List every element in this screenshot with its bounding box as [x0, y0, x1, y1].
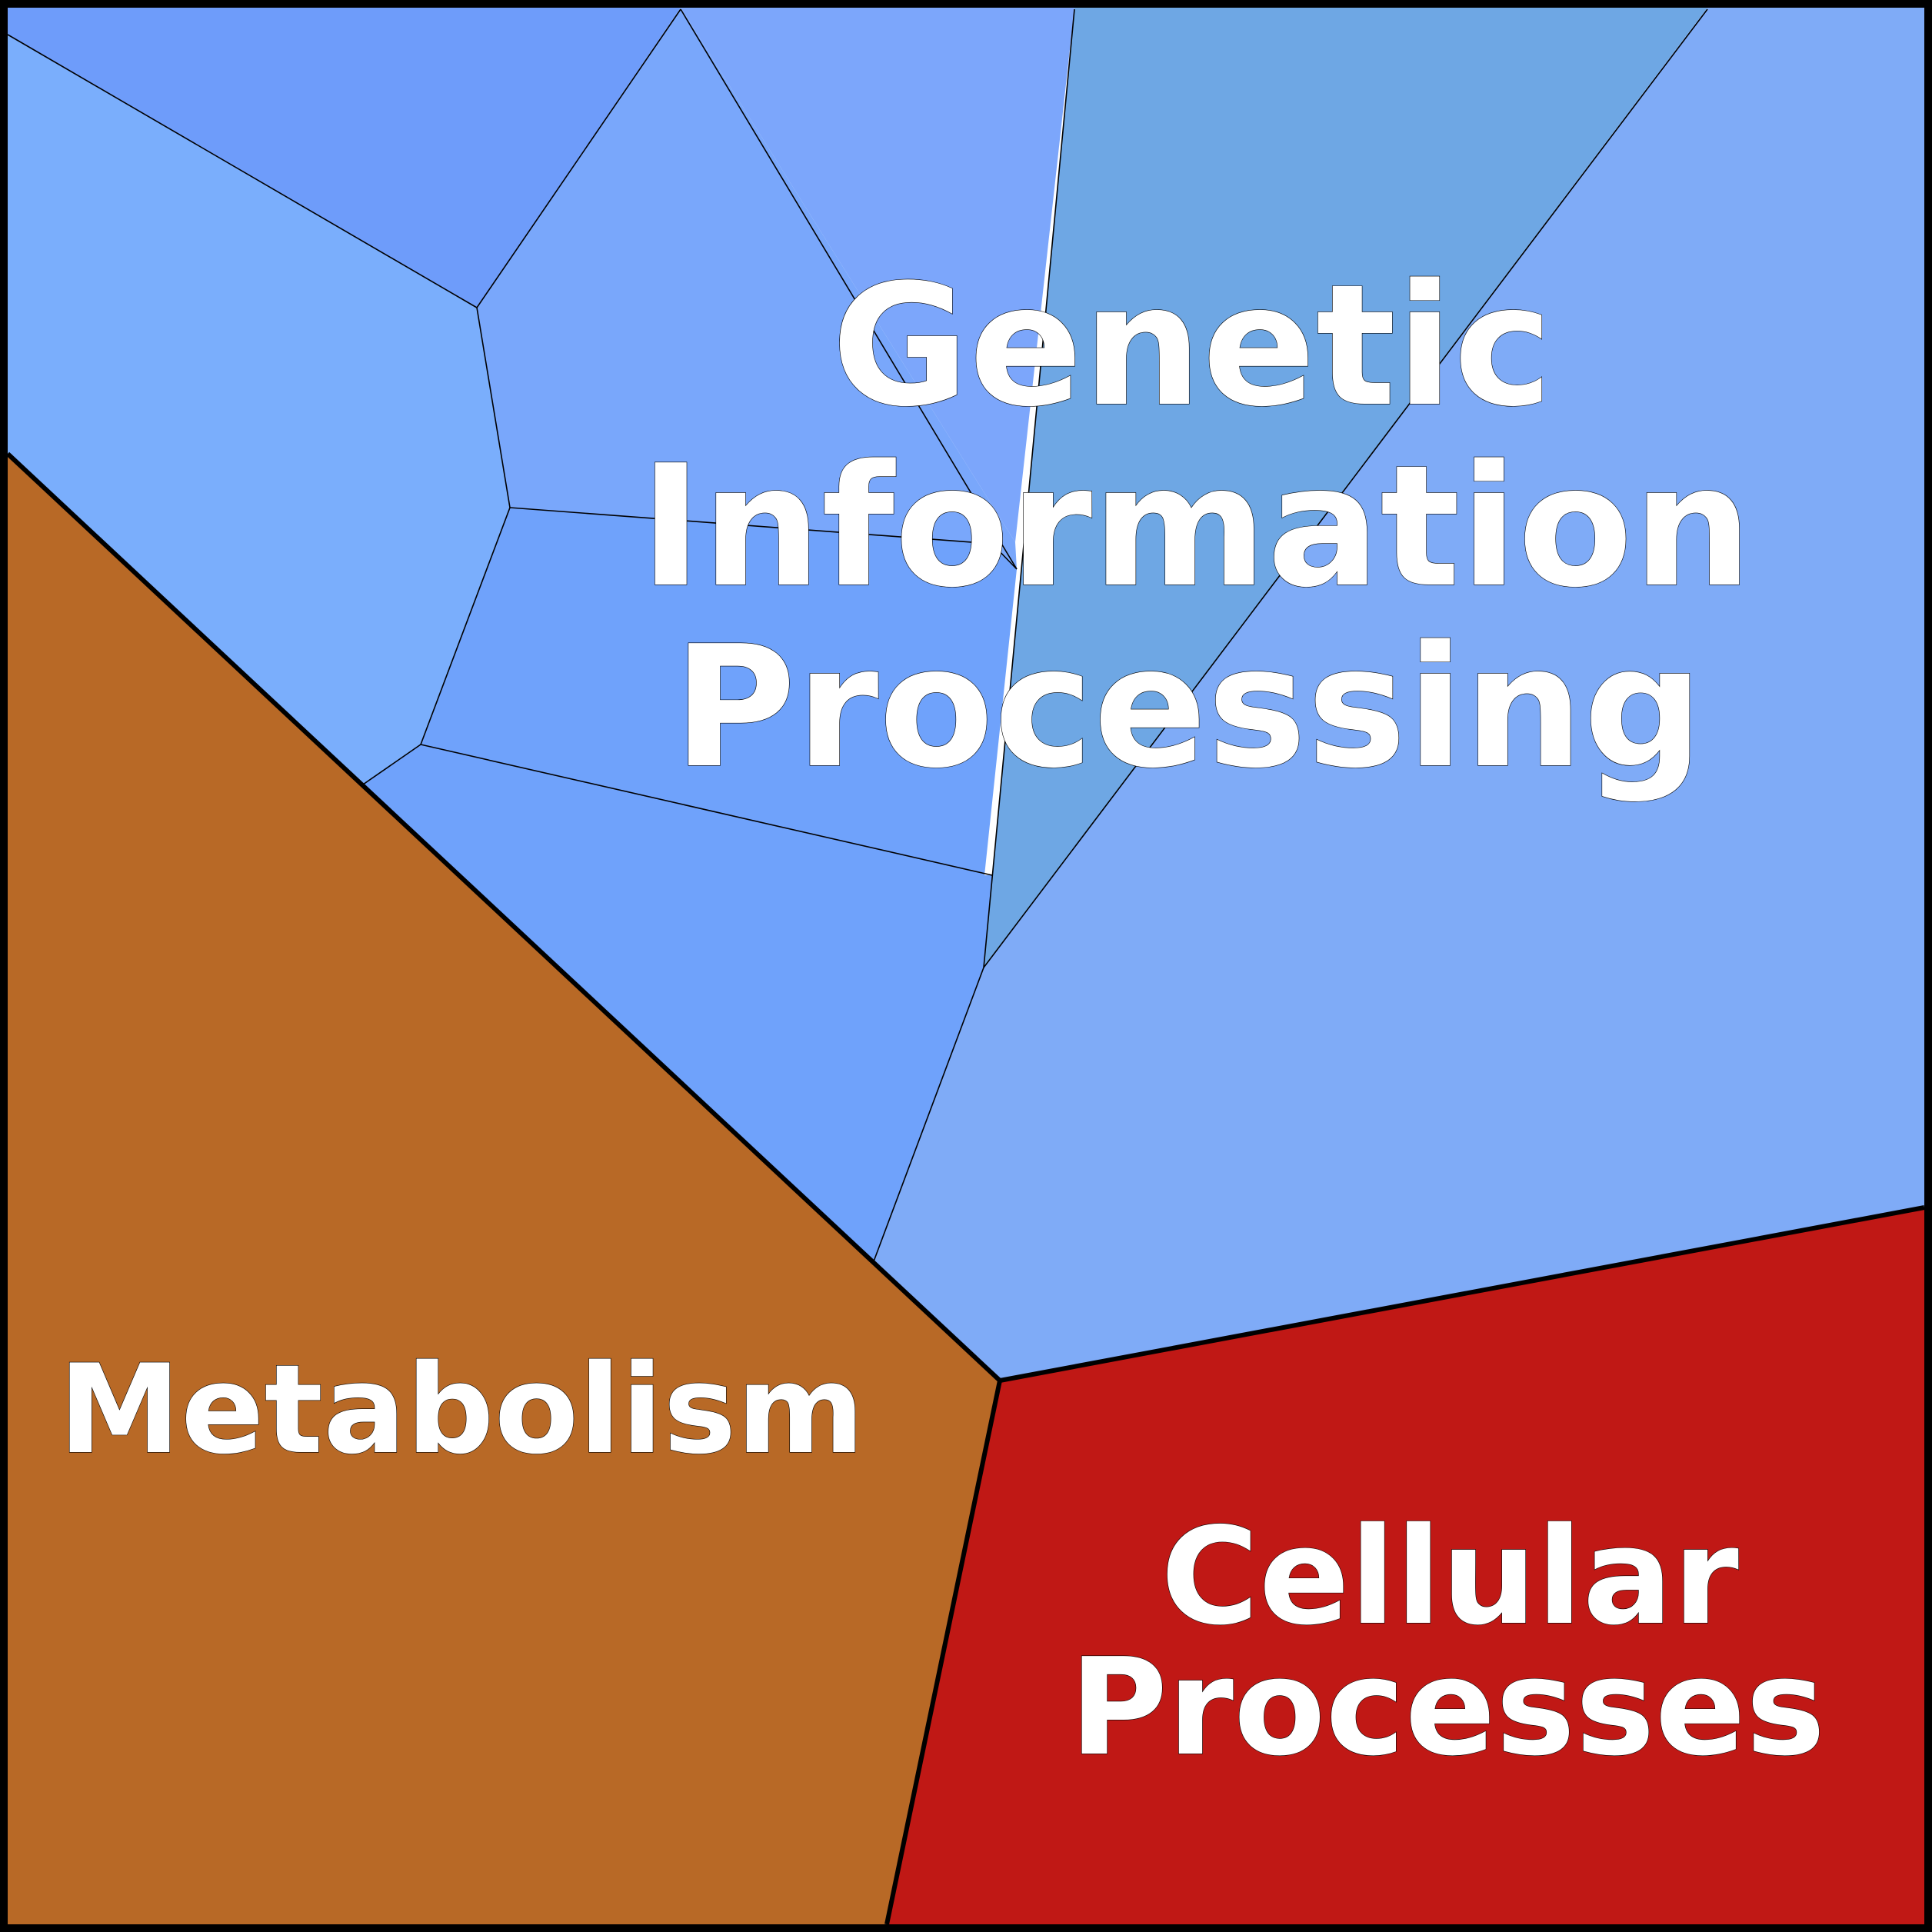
genetic-subcell-top-center[interactable] — [681, 8, 1074, 542]
cellular-processes-region[interactable] — [887, 1208, 1924, 1924]
genetic-subcell-top-left[interactable] — [8, 8, 681, 308]
border-genetic-cellular — [999, 1205, 1925, 1383]
border-b — [362, 307, 511, 785]
genetic-label-line-2: Information — [640, 430, 1753, 625]
border-g — [420, 744, 993, 876]
border-metabolism-cellular — [884, 1380, 1002, 1925]
genetic-label-line-1: Genetic — [831, 249, 1553, 444]
cellular-label-line-2: Processes — [1070, 1630, 1826, 1786]
subcell-borders — [7, 8, 1708, 1262]
genetic-label: Genetic Information Processing — [639, 248, 1753, 805]
border-d — [680, 8, 1018, 570]
genetic-subcell-center-upper[interactable] — [477, 8, 1017, 569]
cellular-label: Cellular Processes — [1069, 1498, 1826, 1786]
cellular-label-line-1: Cellular — [1161, 1499, 1739, 1655]
genetic-label-line-3: Processing — [673, 611, 1704, 805]
metabolism-region[interactable] — [8, 454, 1000, 1924]
genetic-subcell-right-large[interactable] — [874, 8, 1924, 1381]
border-c — [509, 507, 1018, 570]
border-f — [983, 8, 1708, 968]
category-borders — [5, 451, 1925, 1925]
genetic-subcell-left-mid[interactable] — [8, 35, 510, 784]
genetic-subcell-center-lower[interactable] — [363, 508, 1017, 1261]
metabolism-label: Metabolism — [58, 1337, 864, 1481]
border-genetic-metabolism — [5, 451, 1002, 1383]
